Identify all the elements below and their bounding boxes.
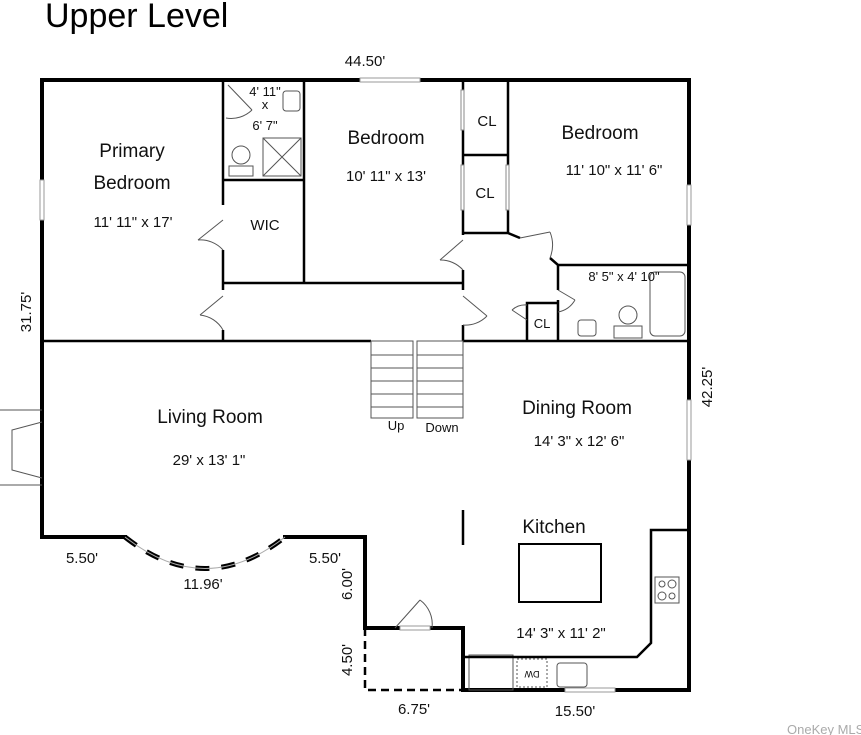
bath1-size-2: x: [262, 97, 269, 112]
primary-bedroom-label-1: Primary: [99, 141, 165, 162]
bedroom3-size: 11' 10" x 11' 6": [566, 162, 663, 179]
living-room-label: Living Room: [157, 407, 263, 428]
primary-bedroom-label-2: Bedroom: [93, 173, 170, 194]
dishwasher-label: DW: [524, 669, 539, 679]
bath1-size-3: 6' 7": [252, 118, 278, 133]
wic-label: WIC: [250, 217, 279, 234]
fixtures: [228, 90, 687, 691]
kitchen-label: Kitchen: [522, 517, 585, 538]
closet1-label: CL: [477, 113, 496, 130]
kitchen-size: 14' 3" x 11' 2": [516, 625, 606, 642]
primary-bedroom-size: 11' 11" x 17': [94, 214, 173, 231]
dim-kitchen-bottom: 15.50': [555, 703, 596, 720]
dim-right: 42.25': [699, 367, 716, 408]
room-labels: Primary Bedroom 11' 11" x 17' 4' 11" x 6…: [93, 84, 662, 679]
dim-left: 31.75': [18, 292, 35, 333]
dim-porch-bottom: 6.75': [398, 701, 430, 718]
dim-bay-left: 5.50': [66, 550, 98, 567]
stairs-down-label: Down: [425, 420, 458, 435]
bath1-size-1: 4' 11": [249, 84, 281, 99]
stairs-up-label: Up: [388, 418, 405, 433]
bedroom2-label: Bedroom: [347, 128, 424, 149]
exterior-walls: [39, 77, 692, 693]
plan-title: Upper Level: [45, 0, 228, 35]
dim-entry-side: 6.00': [339, 568, 356, 600]
doors: [197, 84, 576, 629]
bedroom2-size: 10' 11" x 13': [346, 168, 426, 185]
closet3-label: CL: [534, 316, 551, 331]
living-room-size: 29' x 13' 1": [173, 452, 246, 469]
closet2-label: CL: [475, 185, 494, 202]
watermark: OneKey MLS: [787, 722, 861, 735]
bedroom3-label: Bedroom: [561, 123, 638, 144]
dimension-labels: 44.50' 31.75' 42.25' 5.50' 11.96' 5.50' …: [18, 53, 716, 720]
dim-top: 44.50': [345, 53, 386, 70]
bath2-size: 8' 5" x 4' 10": [588, 269, 660, 284]
dim-bay-right: 5.50': [309, 550, 341, 567]
dim-porch-side: 4.50': [339, 644, 356, 676]
dining-room-size: 14' 3" x 12' 6": [534, 433, 625, 450]
dining-room-label: Dining Room: [522, 398, 632, 419]
dim-bay: 11.96': [183, 576, 222, 593]
